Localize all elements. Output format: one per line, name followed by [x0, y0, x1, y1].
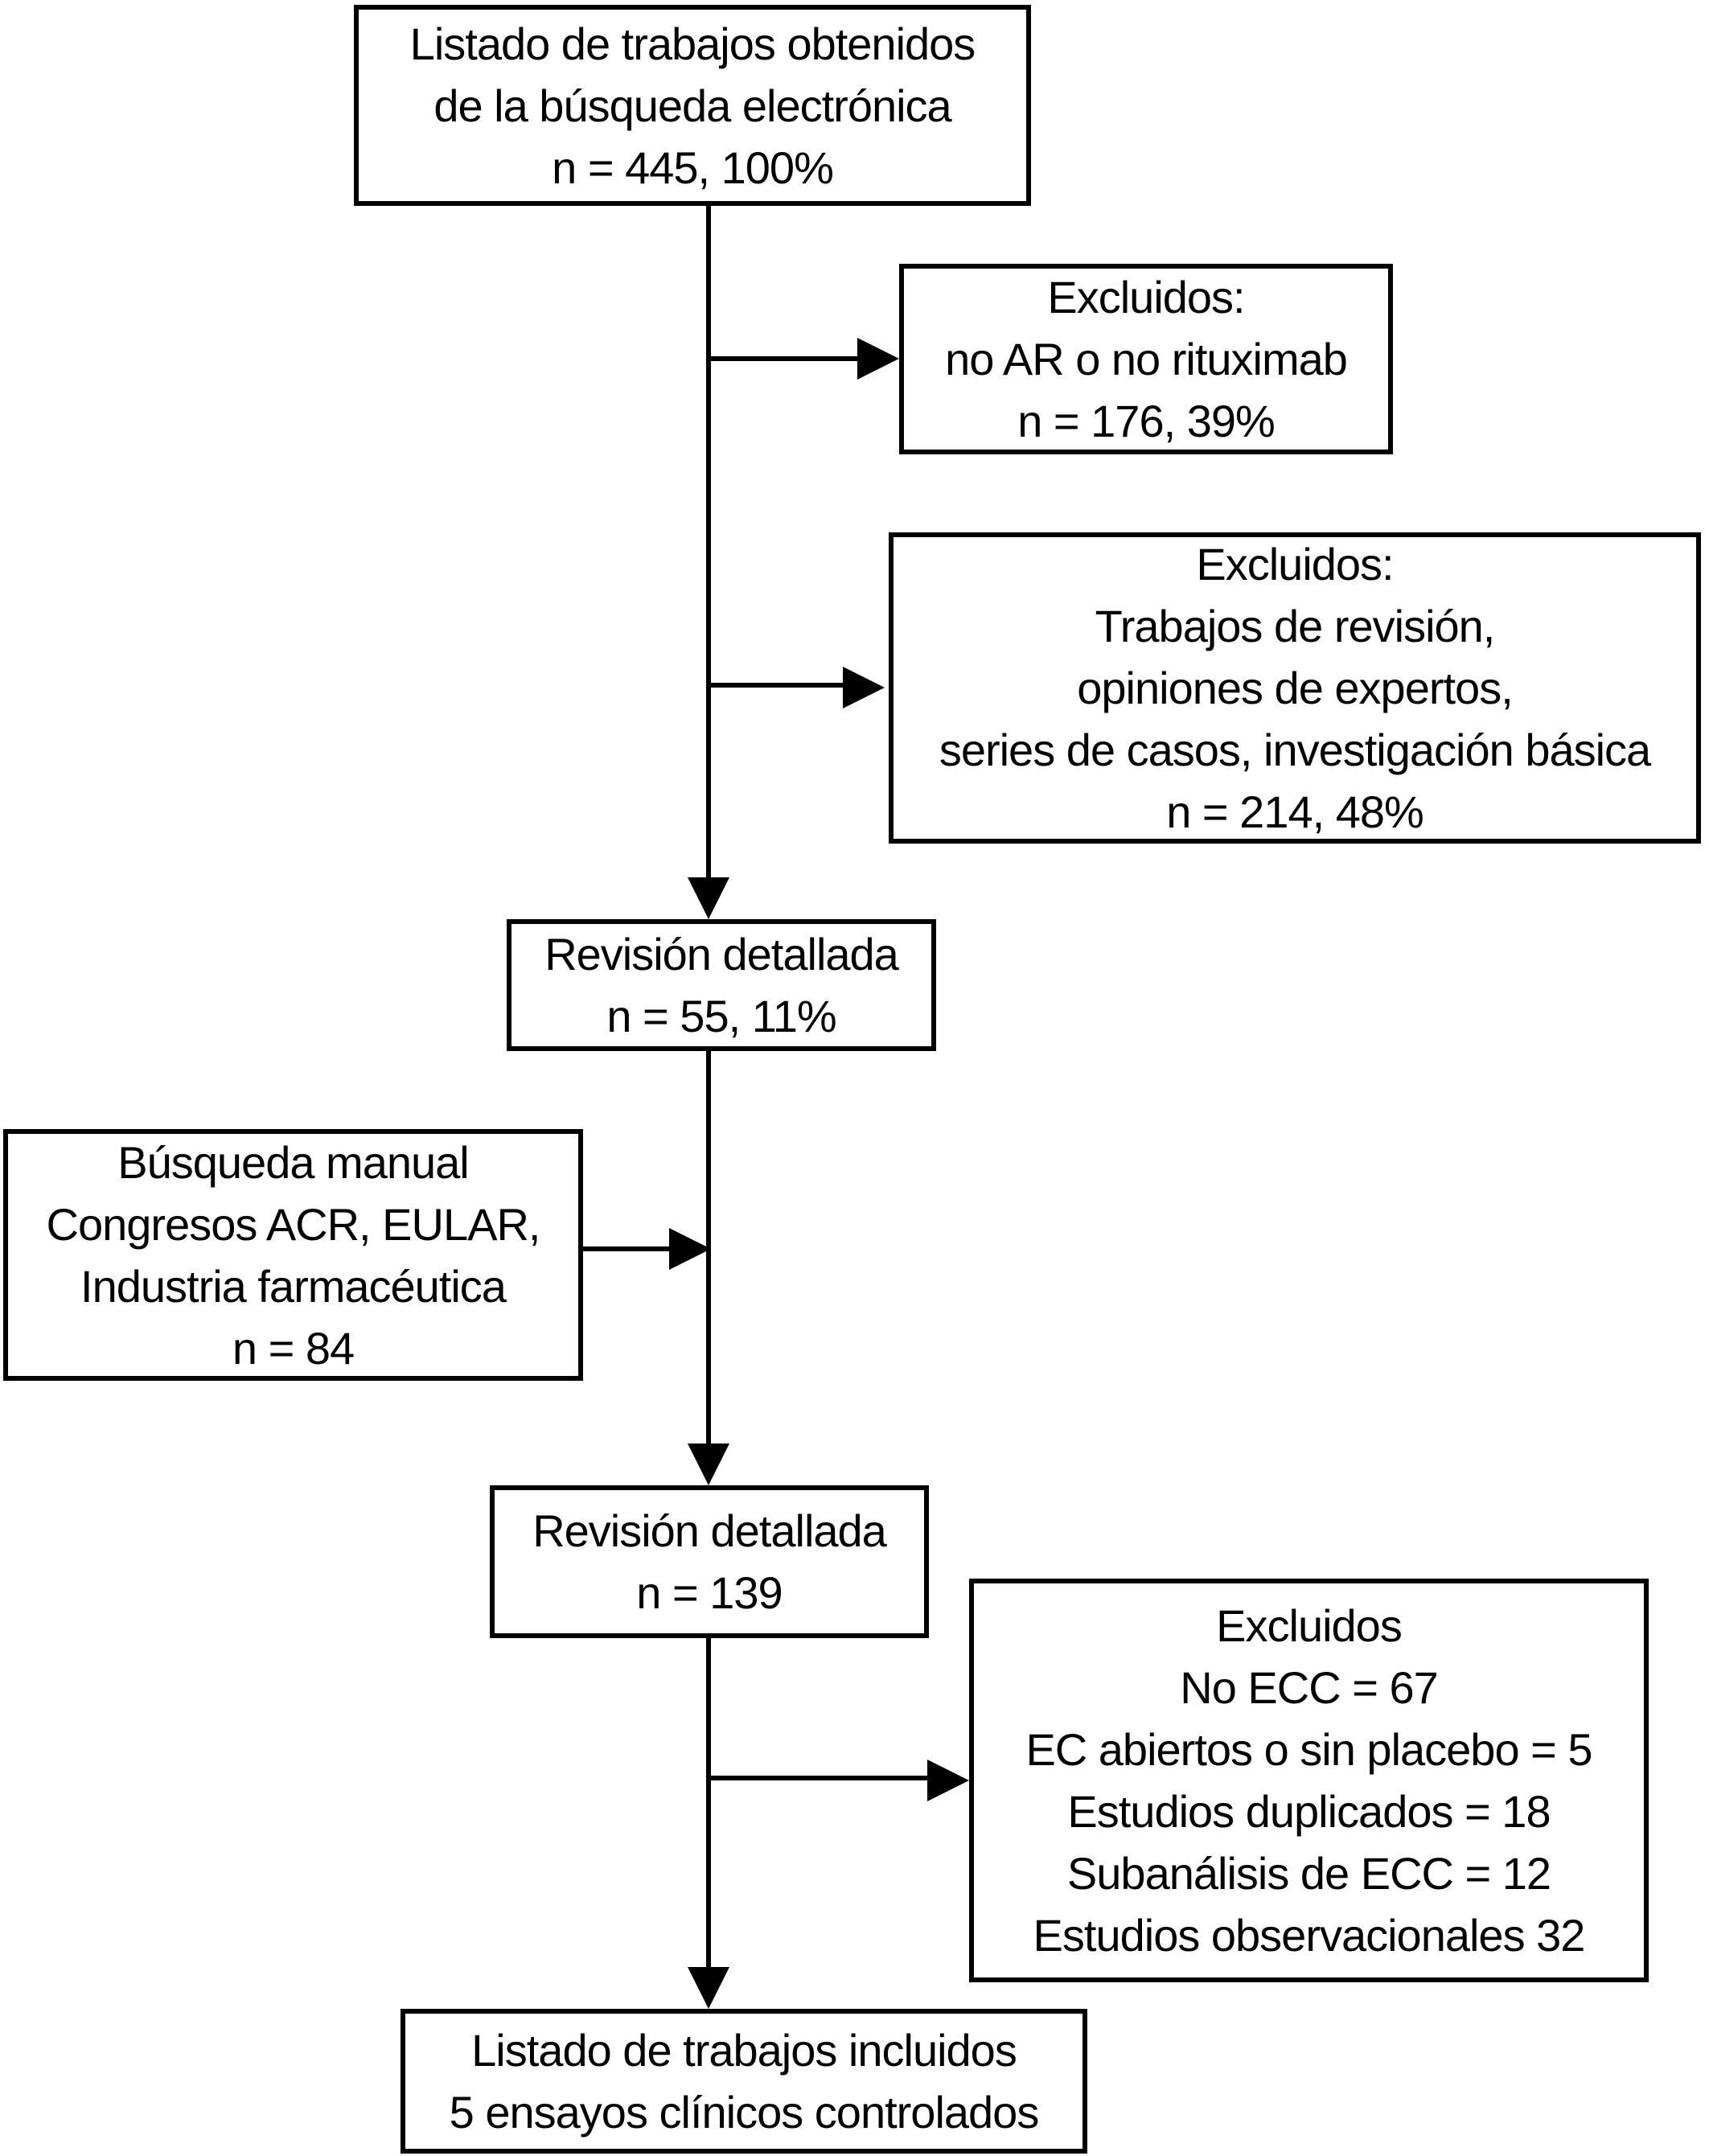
node-text-line: no AR o no rituximab	[945, 334, 1348, 384]
node-text-line: opiniones de expertos,	[1077, 663, 1513, 713]
node-text-line: de la búsqueda electrónica	[433, 80, 951, 131]
arrowhead-down-review2-icon	[688, 1443, 729, 1485]
node-text-line: No ECC = 67	[1180, 1662, 1438, 1713]
node-text-line: Listado de trabajos incluidos	[471, 2025, 1017, 2076]
node-text-line: n = 214, 48%	[1166, 786, 1424, 837]
connector-branch-excluded2	[709, 683, 846, 688]
connector-branch-excluded3	[709, 1776, 931, 1780]
node-source-electronic-search: Listado de trabajos obtenidos de la búsq…	[354, 5, 1031, 206]
node-text-line: Estudios observacionales 32	[1033, 1910, 1586, 1961]
node-text-line: Congresos ACR, EULAR,	[46, 1198, 541, 1250]
node-text-line: Excluidos:	[1047, 272, 1245, 322]
arrowhead-right-excluded1-icon	[857, 338, 899, 380]
node-text-line: Búsqueda manual	[117, 1136, 469, 1188]
node-text-line: Estudios duplicados = 18	[1067, 1786, 1551, 1837]
node-text-line: n = 55, 11%	[606, 991, 836, 1041]
arrowhead-down-included-icon	[688, 1967, 729, 2009]
arrowhead-down-review1-icon	[688, 877, 729, 919]
arrowhead-right-manual-icon	[669, 1228, 711, 1270]
node-text-line: Listado de trabajos obtenidos	[409, 18, 976, 69]
node-detailed-review-139: Revisión detallada n = 139	[490, 1485, 929, 1638]
node-text-line: Industria farmacéutica	[80, 1260, 507, 1312]
arrowhead-right-excluded3-icon	[927, 1760, 969, 1801]
node-included-trials: Listado de trabajos incluidos 5 ensayos …	[401, 2009, 1087, 2154]
node-text-line: 5 ensayos clínicos controlados	[449, 2087, 1040, 2138]
node-text-line: Revisión detallada	[532, 1505, 887, 1556]
node-text-line: Trabajos de revisión,	[1095, 601, 1496, 651]
node-excluded-reviews-opinions: Excluidos: Trabajos de revisión, opinion…	[889, 532, 1701, 844]
node-detailed-review-55: Revisión detallada n = 55, 11%	[507, 919, 936, 1051]
node-text-line: n = 84	[232, 1322, 355, 1374]
connector-spine-source-review1	[706, 206, 711, 881]
node-text-line: Subanálisis de ECC = 12	[1066, 1848, 1551, 1899]
connector-branch-manual	[583, 1246, 672, 1251]
arrowhead-right-excluded2-icon	[843, 667, 885, 708]
node-text-line: n = 445, 100%	[552, 142, 834, 193]
node-excluded-not-ra-rituximab: Excluidos: no AR o no rituximab n = 176,…	[899, 264, 1393, 454]
node-text-line: Excluidos:	[1196, 539, 1394, 589]
node-text-line: Revisión detallada	[544, 929, 899, 979]
node-text-line: n = 176, 39%	[1017, 396, 1276, 446]
connector-spine-review2-included	[706, 1638, 711, 1971]
node-text-line: series de casos, investigación básica	[939, 725, 1651, 775]
node-excluded-final: Excluidos No ECC = 67 EC abiertos o sin …	[969, 1579, 1649, 1982]
node-text-line: Excluidos	[1216, 1600, 1403, 1651]
node-text-line: EC abiertos o sin placebo = 5	[1025, 1724, 1592, 1775]
node-text-line: n = 139	[636, 1567, 783, 1618]
node-manual-search: Búsqueda manual Congresos ACR, EULAR, In…	[3, 1129, 583, 1381]
connector-branch-excluded1	[709, 356, 861, 361]
